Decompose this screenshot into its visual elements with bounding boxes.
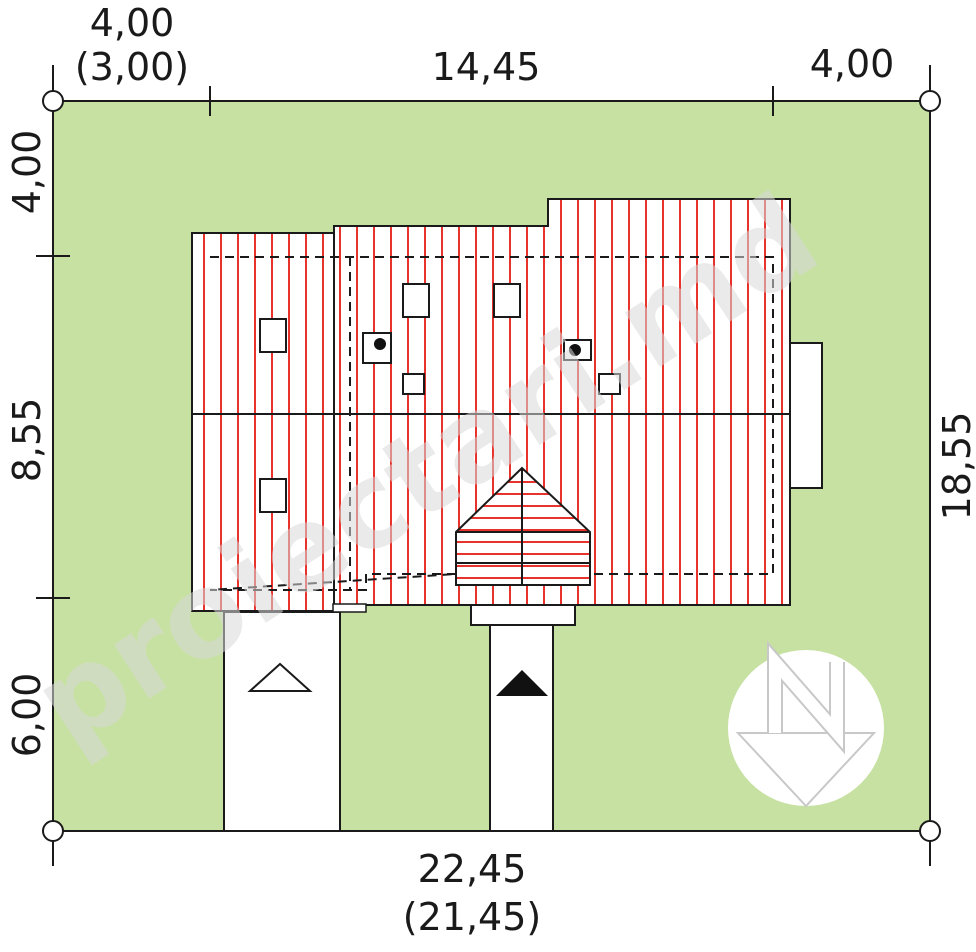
dim-top-left-alt: (3,00): [75, 45, 189, 89]
chimneys: [362, 332, 592, 364]
corner-markers: [42, 90, 941, 842]
dim-bottom-total-alt: (21,45): [403, 895, 541, 939]
dim-top-center: 14,45: [432, 45, 541, 89]
skylights: [259, 283, 621, 513]
walkway-entrance: [489, 623, 554, 832]
dim-bottom-total: 22,45: [418, 847, 527, 891]
driveway-left: [223, 611, 341, 832]
porch-roof-lines: [456, 468, 590, 585]
corner-marker: [919, 820, 941, 842]
chimney: [362, 332, 392, 364]
skylight: [598, 373, 621, 395]
corner-marker: [42, 820, 64, 842]
dim-left-top: 4,00: [5, 130, 49, 215]
skylight: [493, 283, 521, 318]
corner-marker: [42, 90, 64, 112]
corner-marker: [919, 90, 941, 112]
chimney-flue: [374, 338, 386, 350]
dim-left-bottom: 6,00: [5, 673, 49, 758]
roof-notch: [332, 603, 367, 613]
dim-right-total: 18,55: [935, 412, 976, 521]
side-annex: [789, 342, 823, 489]
skylight: [259, 478, 287, 513]
north-compass-icon: [728, 640, 884, 808]
skylight: [259, 318, 287, 353]
skylight: [402, 373, 425, 395]
skylight: [402, 283, 430, 318]
wall-outline-dashed: [209, 256, 774, 591]
chimney-flue: [569, 344, 581, 356]
triangle-filled-icon: [496, 670, 548, 696]
dim-top-left: 4,00: [90, 1, 175, 45]
dim-left-middle: 8,55: [5, 398, 49, 483]
dim-top-right: 4,00: [810, 42, 895, 86]
triangle-outline-icon: [247, 662, 313, 692]
